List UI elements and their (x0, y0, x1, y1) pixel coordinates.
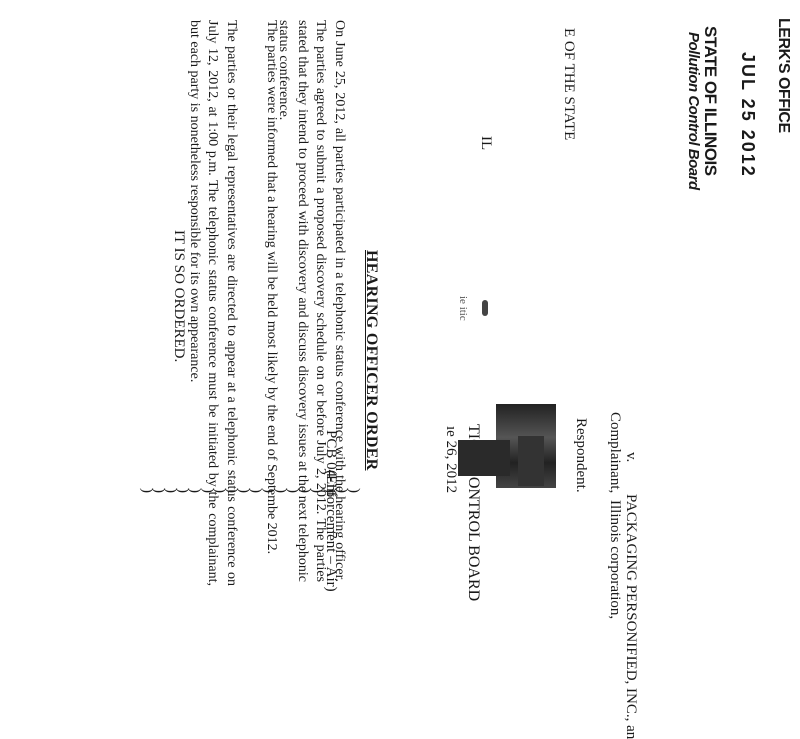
paragraph-1: On June 25, 2012, all parties participat… (276, 20, 348, 582)
paragraph-3: The parties or their legal representativ… (187, 20, 239, 586)
caption-il: IL (478, 136, 494, 151)
defendant-name: PACKAGING PERSONIFIED, INC., an (623, 494, 639, 739)
stamp-state: STATE OF ILLINOIS (701, 26, 720, 176)
redaction-block-small (518, 436, 544, 486)
rotated-document-page: LERK'S OFFICE JUL 25 2012 STATE OF ILLIN… (139, 18, 792, 739)
scan-speck-mark (482, 300, 488, 316)
respondent-label: Respondent. (573, 418, 589, 493)
stamp-board: Pollution Control Board (685, 32, 702, 190)
closing-statement: IT IS SO ORDERED. (171, 230, 187, 363)
paragraph-2: The parties were informed that a hearing… (264, 20, 279, 555)
redaction-block-strip (458, 440, 510, 476)
stamp-date: JUL 25 2012 (738, 52, 758, 178)
clerk-office-stamp: LERK'S OFFICE (775, 18, 792, 133)
document-title: HEARING OFFICER ORDER (363, 250, 380, 471)
caption-stray-marks: ie itic (457, 296, 469, 321)
caption-left: E OF THE STATE (561, 28, 577, 141)
versus-label: v. (623, 452, 639, 463)
defendant-desc: Illinois corporation, (607, 500, 623, 620)
